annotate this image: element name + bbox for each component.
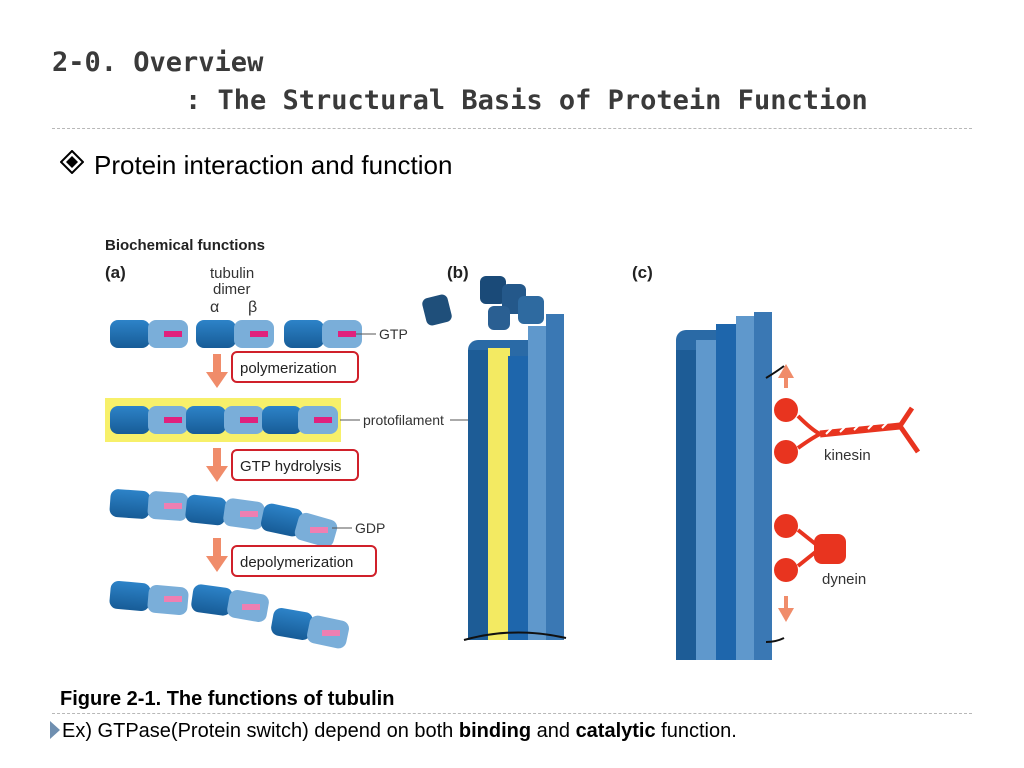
title-divider (52, 128, 972, 129)
alpha-label: α (210, 299, 219, 316)
panel-c-label: (c) (632, 263, 653, 282)
bullet-prefix: Ex) GTPase(Protein switch) depend on bot… (62, 720, 459, 742)
bullet-middle: and (531, 720, 576, 742)
microtubule-c (676, 312, 785, 660)
dynein-label: dynein (822, 571, 866, 588)
gdp-label: GDP (355, 520, 385, 536)
bullet-bold-catalytic: catalytic (575, 720, 656, 742)
caption-divider (52, 713, 972, 714)
example-bullet: Ex) GTPase(Protein switch) depend on bot… (50, 720, 737, 743)
bullet-suffix: function. (655, 720, 737, 742)
title-line-2: : The Structural Basis of Protein Functi… (185, 85, 868, 116)
gtp-label: GTP (379, 326, 408, 342)
kinesin-motor (774, 398, 921, 464)
title-line-1: 2-0. Overview (52, 47, 264, 78)
tubulin-dimer-row (110, 320, 362, 348)
beta-label: β (248, 299, 257, 316)
protofilament-label: protofilament (363, 412, 444, 428)
panel-b-label: (b) (447, 263, 469, 282)
arrow-down-icon (206, 448, 228, 482)
kinesin-label: kinesin (824, 447, 871, 464)
tubulin-figure: Biochemical functions (a) (b) (c) tubuli… (105, 237, 921, 660)
depolymerization-label: depolymerization (240, 554, 353, 571)
arrow-down-icon (206, 538, 228, 572)
triangle-bullet-icon (50, 721, 60, 739)
gtp-hydrolysis-label: GTP hydrolysis (240, 458, 341, 475)
dimer-label-2: dimer (213, 281, 251, 298)
dimer-label-1: tubulin (210, 265, 254, 282)
gdp-filament-row (109, 489, 338, 548)
arrow-down-icon (206, 354, 228, 388)
subheading: Protein interaction and function (59, 149, 453, 181)
arrow-down-icon (778, 596, 794, 622)
figure-caption: Figure 2-1. The functions of tubulin (60, 688, 395, 710)
depolymerized-dimers (109, 580, 349, 649)
subheading-text: Protein interaction and function (94, 150, 453, 180)
diamond-bullet-icon (59, 149, 86, 181)
figure-heading: Biochemical functions (105, 237, 265, 254)
arrow-up-icon (778, 364, 794, 388)
slide-title: 2-0. Overview : The Structural Basis of P… (52, 44, 868, 120)
microtubule-b (422, 276, 567, 641)
bullet-bold-binding: binding (458, 720, 532, 742)
panel-a-label: (a) (105, 263, 126, 282)
polymerization-label: polymerization (240, 360, 337, 377)
protofilament-row (110, 406, 338, 434)
dynein-motor (774, 514, 846, 582)
